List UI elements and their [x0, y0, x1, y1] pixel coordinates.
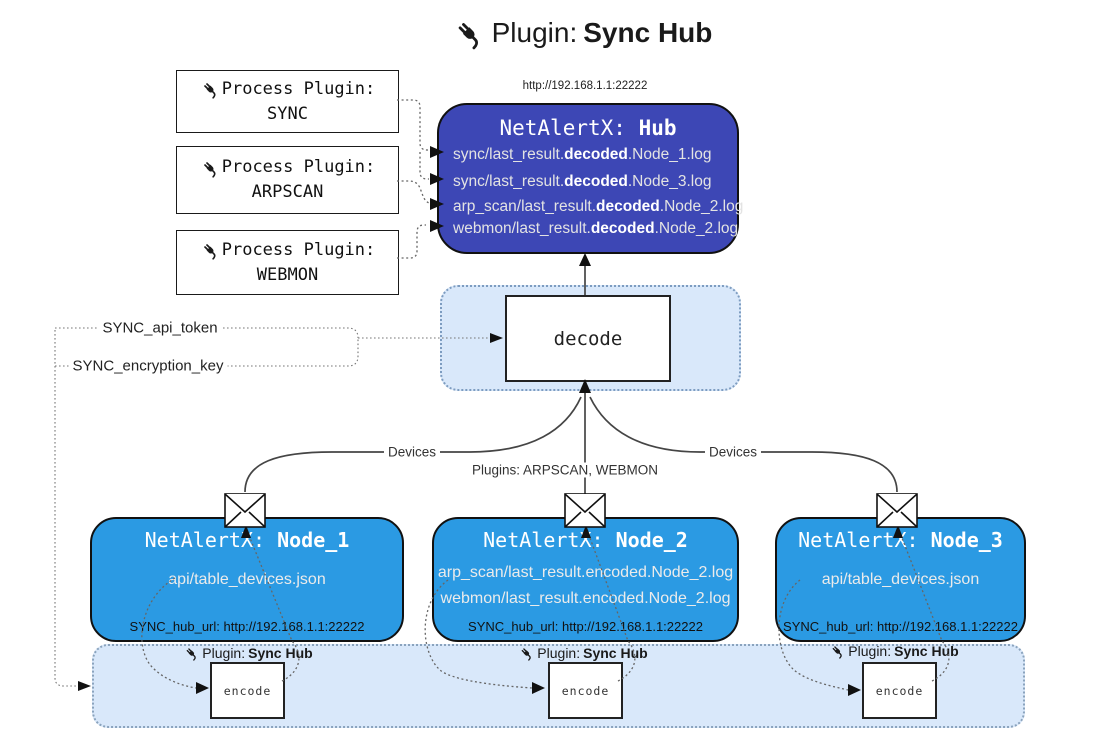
- hub-title-bold: Hub: [638, 116, 677, 140]
- edge-tokens-to-encoders: [54, 330, 78, 687]
- node-title: NetAlertX: Node_3: [798, 528, 1003, 552]
- plug-icon: [518, 645, 534, 661]
- node-file-line: webmon/last_result.encoded.Node_2.log: [440, 590, 731, 607]
- hub-file-line: sync/last_result.decoded.Node_1.log: [453, 146, 712, 163]
- plug-icon: [200, 79, 220, 99]
- node-file-line: api/table_devices.json: [168, 571, 326, 588]
- netalertx-node-3: NetAlertX: Node_3 api/table_devices.json…: [775, 517, 1026, 642]
- plug-icon: [183, 645, 199, 661]
- netalertx-node-1: NetAlertX: Node_1 api/table_devices.json…: [90, 517, 404, 642]
- process-plugin-label: Process Plugin:: [221, 78, 376, 99]
- plug-icon: [200, 158, 220, 178]
- title-bold: Sync Hub: [583, 17, 713, 48]
- encoder-plugin-label: Plugin: Sync Hub: [518, 645, 648, 661]
- arrowhead: [579, 253, 591, 266]
- plug-icon: [452, 16, 486, 50]
- process-plugin-label: Process Plugin:: [221, 157, 376, 178]
- netalertx-node-2: NetAlertX: Node_2 arp_scan/last_result.e…: [432, 517, 739, 642]
- plug-icon: [829, 643, 845, 659]
- node-file-line: api/table_devices.json: [821, 571, 980, 588]
- sync-api-token-label: SYNC_api_token: [98, 319, 222, 337]
- edge-sync-to-hub-2: [419, 152, 429, 180]
- devices-edge-label: Devices: [704, 444, 762, 460]
- node-hub-url: SYNC_hub_url: http://192.168.1.1:22222: [468, 619, 703, 634]
- netalertx-hub-node: NetAlertX: Hub sync/last_result.decoded.…: [437, 103, 743, 254]
- plug-icon: [200, 240, 220, 260]
- node-title: NetAlertX: Node_2: [483, 528, 688, 552]
- node-file-line: arp_scan/last_result.encoded.Node_2.log: [437, 564, 734, 581]
- node-title: NetAlertX: Node_1: [144, 528, 350, 552]
- sync-encryption-key-label: SYNC_encryption_key: [68, 357, 228, 375]
- encode-box: encode: [548, 662, 623, 719]
- node-hub-url: SYNC_hub_url: http://192.168.1.1:22222: [129, 619, 365, 634]
- process-plugin-name: ARPSCAN: [251, 182, 324, 202]
- hub-file-line: sync/last_result.decoded.Node_3.log: [453, 173, 712, 190]
- decode-box: decode: [505, 295, 671, 382]
- hub-file-line: webmon/last_result.decoded.Node_2.log: [453, 220, 739, 237]
- encode-box: encode: [862, 662, 937, 719]
- hub-title: NetAlertX: Hub: [439, 116, 737, 140]
- process-plugin-name: WEBMON: [256, 264, 319, 285]
- edge-sync-to-hub-1: [397, 99, 429, 151]
- process-plugin-webmon: Process Plugin: WEBMON: [176, 230, 399, 295]
- hub-file-line: arp_scan/last_result.decoded.Node_2.log: [453, 198, 744, 215]
- plugins-edge-label: Plugins: ARPSCAN, WEBMON: [467, 462, 663, 478]
- hub-url-label: http://192.168.1.1:22222: [522, 80, 648, 92]
- node-hub-url: SYNC_hub_url: http://192.168.1.1:22222: [783, 619, 1018, 634]
- encode-box: encode: [210, 662, 285, 719]
- page-title: Plugin: Sync Hub: [452, 16, 713, 50]
- edge-arpscan-to-hub: [397, 180, 435, 205]
- process-plugin-name: SYNC: [267, 103, 308, 124]
- edge-webmon-to-hub: [397, 224, 426, 259]
- arrowhead: [78, 681, 91, 691]
- process-plugin-arpscan: Process Plugin: ARPSCAN: [176, 146, 399, 214]
- encoder-plugin-label: Plugin: Sync Hub: [183, 645, 313, 661]
- hub-title-prefix: NetAlertX:: [499, 116, 639, 140]
- encoder-plugin-label: Plugin: Sync Hub: [829, 643, 959, 659]
- title-prefix: Plugin:: [491, 17, 578, 48]
- process-plugin-sync: Process Plugin: SYNC: [176, 70, 399, 133]
- devices-edge-label: Devices: [383, 444, 441, 460]
- process-plugin-label: Process Plugin:: [221, 239, 376, 260]
